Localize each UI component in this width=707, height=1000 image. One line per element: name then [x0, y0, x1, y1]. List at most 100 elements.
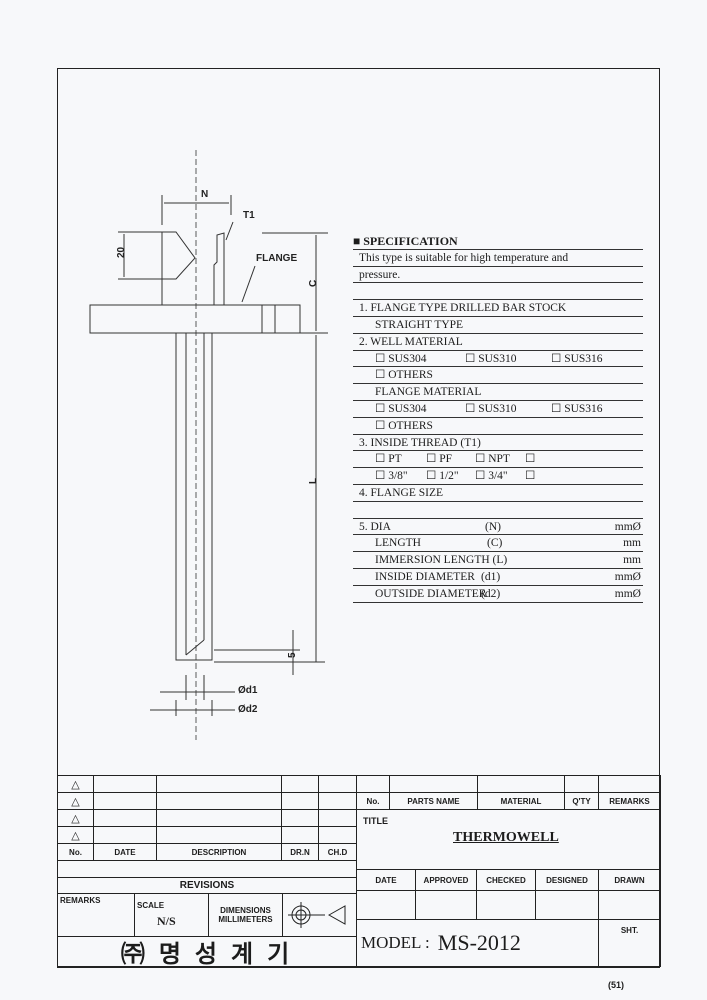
units-label: MILLIMETERS — [218, 915, 273, 924]
revision-cell — [93, 792, 157, 810]
blank-row — [353, 283, 643, 301]
checkbox-thread-other[interactable]: ☐ — [525, 453, 536, 466]
parts-cell — [477, 775, 565, 793]
scale-value: N/S — [157, 914, 176, 928]
parts-header: Q'TY — [564, 792, 599, 810]
signoff-cell — [535, 890, 599, 920]
parts-cell — [389, 775, 478, 793]
checkbox-well-sus304[interactable]: ☐ SUS304 — [375, 352, 427, 365]
checkbox-npt[interactable]: ☐ NPT — [475, 453, 510, 466]
dim-row-dia: 5. DIA(N)mmØ — [353, 519, 643, 536]
label-20: 20 — [116, 246, 127, 258]
label-t1: T1 — [243, 210, 255, 221]
dim-row-outside: OUTSIDE DIAMETER(d2)mmØ — [353, 586, 643, 603]
title-label: TITLE — [363, 816, 388, 826]
signoff-header: APPROVED — [415, 869, 477, 891]
model-number: MS-2012 — [437, 930, 521, 955]
dim-row-immersion: IMMERSION LENGTH (L)mm — [353, 552, 643, 569]
revision-cell — [281, 792, 319, 810]
sheet-cell: SHT. — [598, 919, 661, 967]
signoff-header: DATE — [356, 869, 416, 891]
parts-cell — [356, 775, 390, 793]
label-c: C — [308, 280, 319, 287]
parts-header: MATERIAL — [477, 792, 565, 810]
revision-cell — [156, 792, 282, 810]
scale-label: SCALE — [137, 901, 165, 910]
spec-item-3: 3. INSIDE THREAD (T1) — [353, 435, 643, 452]
checkbox-well-sus310[interactable]: ☐ SUS310 — [465, 352, 517, 365]
revision-header: DESCRIPTION — [156, 843, 282, 861]
company-name: ㈜ 명 성 계 기 — [57, 936, 357, 968]
revision-cell: △ — [57, 775, 94, 793]
checkbox-flange-sus304[interactable]: ☐ SUS304 — [375, 402, 427, 415]
signoff-cell — [476, 890, 536, 920]
well-material-options: ☐ SUS304 ☐ SUS310 ☐ SUS316 — [353, 351, 643, 368]
revision-cell — [281, 775, 319, 793]
revision-cell — [93, 809, 157, 827]
checkbox-pt[interactable]: ☐ PT — [375, 453, 402, 466]
checkbox-flange-sus310[interactable]: ☐ SUS310 — [465, 402, 517, 415]
dim-row-inside: INSIDE DIAMETER(d1)mmØ — [353, 569, 643, 586]
revision-cell — [93, 826, 157, 844]
label-l: L — [308, 478, 319, 484]
checkbox-well-sus316[interactable]: ☐ SUS316 — [551, 352, 603, 365]
size-options: ☐ 3/8" ☐ 1/2" ☐ 3/4" ☐ — [353, 468, 643, 485]
flange-material-label: FLANGE MATERIAL — [353, 384, 643, 401]
spec-item-2: 2. WELL MATERIAL — [353, 334, 643, 351]
checkbox-well-others[interactable]: ☐ OTHERS — [353, 367, 643, 385]
spec-item-4: 4. FLANGE SIZE — [353, 485, 643, 502]
revision-header: DR.N — [281, 843, 319, 861]
checkbox-3-8[interactable]: ☐ 3/8" — [375, 470, 408, 483]
revision-cell — [281, 826, 319, 844]
checkbox-flange-others[interactable]: ☐ OTHERS — [353, 418, 643, 435]
specification-panel: ■ SPECIFICATION This type is suitable fo… — [353, 233, 643, 603]
spec-item-1: 1. FLANGE TYPE DRILLED BAR STOCK — [353, 300, 643, 317]
spec-heading: ■ SPECIFICATION — [353, 233, 643, 250]
scale-cell: SCALE N/S — [134, 893, 209, 937]
model-label: MODEL : — [361, 933, 430, 952]
parts-header: REMARKS — [598, 792, 661, 810]
spec-description: This type is suitable for high temperatu… — [353, 250, 643, 267]
thread-options: ☐ PT ☐ PF ☐ NPT ☐ — [353, 451, 643, 469]
signoff-header: DESIGNED — [535, 869, 599, 891]
model-cell: MODEL : MS-2012 — [356, 919, 599, 967]
revision-cell: △ — [57, 792, 94, 810]
revision-cell — [156, 775, 282, 793]
signoff-header: DRAWN — [598, 869, 661, 891]
spec-description-cont: pressure. — [353, 267, 643, 284]
checkbox-1-2[interactable]: ☐ 1/2" — [426, 470, 459, 483]
signoff-cell — [356, 890, 416, 920]
label-n: N — [201, 189, 208, 200]
projection-symbol — [282, 893, 357, 937]
dimensions-label: DIMENSIONS — [220, 906, 271, 915]
revision-cell — [318, 775, 357, 793]
revision-cell — [318, 792, 357, 810]
revision-cell — [93, 775, 157, 793]
label-d1: Ød1 — [238, 685, 258, 696]
revision-cell — [318, 826, 357, 844]
revision-cell: △ — [57, 809, 94, 827]
revision-header: CH.D — [318, 843, 357, 861]
revision-header: No. — [57, 843, 94, 861]
revision-cell — [156, 826, 282, 844]
dim-row-length: LENGTH(C)mm — [353, 535, 643, 553]
remarks-cell: REMARKS — [57, 893, 135, 937]
revision-cell — [156, 809, 282, 827]
signoff-cell — [415, 890, 477, 920]
page-number: (51) — [608, 980, 625, 990]
label-flange: FLANGE — [256, 253, 297, 264]
checkbox-size-other[interactable]: ☐ — [525, 470, 536, 483]
spec-item-1b: STRAIGHT TYPE — [353, 317, 643, 334]
label-5: 5 — [287, 652, 298, 658]
parts-cell — [564, 775, 599, 793]
checkbox-3-4[interactable]: ☐ 3/4" — [475, 470, 508, 483]
drawing-frame — [57, 68, 660, 968]
parts-cell — [598, 775, 661, 793]
revisions-title: REVISIONS — [57, 877, 357, 894]
checkbox-pf[interactable]: ☐ PF — [426, 453, 452, 466]
checkbox-flange-sus316[interactable]: ☐ SUS316 — [551, 402, 603, 415]
drawing-title: THERMOWELL — [453, 830, 559, 845]
flange-material-options: ☐ SUS304 ☐ SUS310 ☐ SUS316 — [353, 401, 643, 418]
revision-header: DATE — [93, 843, 157, 861]
